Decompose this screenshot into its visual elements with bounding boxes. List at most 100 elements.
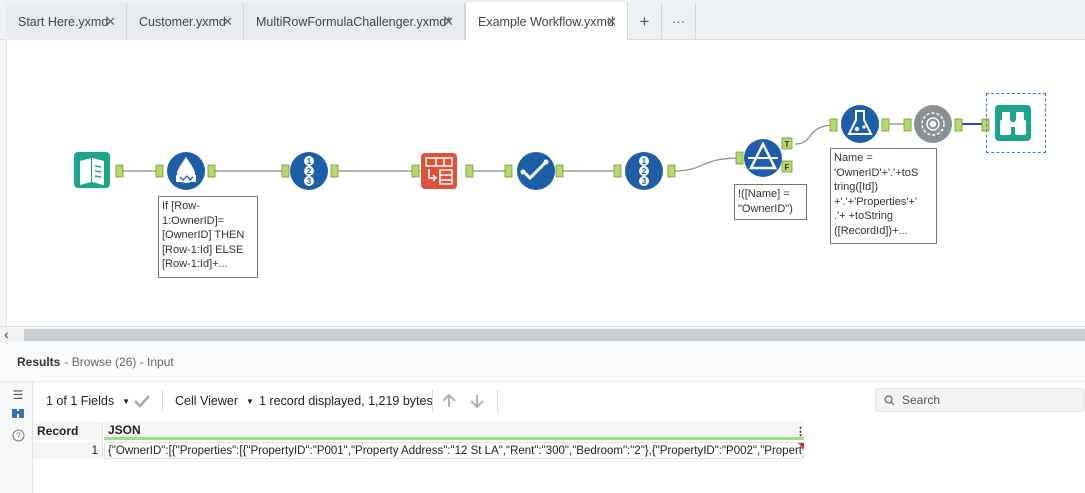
connection-line xyxy=(794,124,837,145)
output-anchor xyxy=(954,118,963,132)
svg-text:1: 1 xyxy=(307,157,312,166)
results-toolbar: 1 of 1 Fields ▼ Cell Viewer ▼ 1 record d… xyxy=(33,382,1085,420)
svg-text:3: 3 xyxy=(307,177,312,186)
tab-label: MultiRowFormulaChallenger.yxmd* xyxy=(256,14,452,29)
results-grid: Record JSON ⋮ 1 {"OwnerID":[{"Properties… xyxy=(33,422,1085,493)
tool-anchors xyxy=(115,118,990,178)
output-anchor xyxy=(330,164,339,178)
scrollbar-thumb[interactable] xyxy=(24,329,1085,341)
output-anchor xyxy=(667,164,676,178)
tab-customer[interactable]: Customer.yxmd ✕ xyxy=(127,3,244,40)
cell-viewer-dropdown[interactable]: Cell Viewer ▼ xyxy=(175,382,254,420)
output-anchor xyxy=(881,118,890,132)
json-build-tool[interactable] xyxy=(914,105,952,143)
input-anchor xyxy=(981,118,990,132)
formula-annotation: Name = 'OwnerID'+'.'+toS tring([Id]) +'.… xyxy=(830,148,937,244)
close-icon[interactable]: ✕ xyxy=(606,13,617,29)
tab-label: Customer.yxmd xyxy=(139,14,226,29)
filter-tool[interactable] xyxy=(744,139,782,177)
close-icon[interactable]: ✕ xyxy=(105,13,116,29)
workflow-canvas[interactable]: T F 1 2 3 xyxy=(0,40,1085,326)
toolbar-divider xyxy=(432,390,433,412)
connections xyxy=(122,123,907,172)
input-data-tool[interactable] xyxy=(74,152,110,188)
search-icon xyxy=(884,394,895,405)
results-subtitle: - Browse (26) - Input xyxy=(64,354,174,369)
chevron-down-icon: ▼ xyxy=(246,396,254,406)
multi-row-formula-tool[interactable] xyxy=(167,152,205,190)
select-tool[interactable] xyxy=(517,152,555,190)
results-header: Results - Browse (26) - Input xyxy=(0,342,1085,382)
browse-tool[interactable] xyxy=(995,105,1031,141)
tool-selection-box xyxy=(986,93,1046,153)
tab-start-here[interactable]: Start Here.yxmd ✕ xyxy=(6,3,127,40)
svg-text:2: 2 xyxy=(307,167,312,176)
input-anchor xyxy=(504,164,513,178)
fields-dropdown[interactable]: 1 of 1 Fields ▼ xyxy=(46,382,130,420)
fields-label: 1 of 1 Fields xyxy=(46,394,115,408)
add-tab-button[interactable]: + xyxy=(628,3,662,40)
results-sidebar: ☰ ? xyxy=(0,382,33,493)
column-header-json[interactable]: JSON xyxy=(104,422,804,440)
filter-true-label: T xyxy=(785,140,790,149)
list-view-icon[interactable]: ☰ xyxy=(12,388,24,402)
input-anchor xyxy=(281,164,290,178)
formula-tool[interactable] xyxy=(841,105,879,143)
chevron-down-icon: ▼ xyxy=(122,396,131,406)
scroll-down-button[interactable] xyxy=(469,382,485,420)
search-input[interactable]: Search xyxy=(875,388,1085,412)
more-tabs-button[interactable]: ··· xyxy=(662,3,696,40)
output-anchor xyxy=(465,164,474,178)
checkmark-icon xyxy=(134,395,150,408)
apply-fields-button[interactable] xyxy=(133,382,151,420)
filter-triangle-icon xyxy=(748,141,778,170)
record-info: 1 record displayed, 1,219 bytes xyxy=(259,394,433,408)
plus-icon: + xyxy=(639,11,650,31)
document-tab-bar: Start Here.yxmd ✕ Customer.yxmd ✕ MultiR… xyxy=(0,0,1085,41)
record-id-tool-1[interactable]: 1 2 3 xyxy=(290,152,328,190)
help-icon[interactable]: ? xyxy=(11,429,25,443)
truncated-cell-marker xyxy=(798,443,804,449)
canvas-horizontal-scrollbar[interactable]: ‹ xyxy=(0,326,1085,342)
arrow-down-icon xyxy=(470,395,484,409)
filter-annotation: !([Name] = "OwnerID") xyxy=(734,184,807,220)
output-anchor xyxy=(207,164,216,178)
filter-false-label: F xyxy=(785,163,790,172)
output-anchor xyxy=(115,164,124,178)
canvas-left-edge xyxy=(0,40,7,326)
close-icon[interactable]: ✕ xyxy=(443,13,454,29)
input-anchor xyxy=(735,151,744,165)
multirow-annotation: If [Row- 1:OwnerID]= [OwnerID] THEN [Row… xyxy=(158,196,258,278)
checkmark-icon xyxy=(522,160,548,181)
record-id-tool-2[interactable]: 1 2 3 xyxy=(625,152,663,190)
row-number: 1 xyxy=(33,442,103,459)
toolbar-divider xyxy=(497,390,498,412)
output-anchor xyxy=(555,164,564,178)
column-header-record[interactable]: Record xyxy=(33,422,103,440)
close-icon[interactable]: ✕ xyxy=(222,13,233,29)
arrow-up-icon xyxy=(442,393,456,407)
input-anchor xyxy=(613,164,622,178)
tab-multirowformula[interactable]: MultiRowFormulaChallenger.yxmd* ✕ xyxy=(244,3,465,40)
input-anchor xyxy=(155,164,164,178)
column-menu-icon[interactable]: ⋮ xyxy=(795,426,806,438)
svg-text:?: ? xyxy=(16,432,21,441)
table-icon xyxy=(425,157,453,185)
numbered-list-icon: 1 2 3 xyxy=(639,156,649,186)
search-placeholder: Search xyxy=(902,393,941,407)
connection-line xyxy=(673,157,741,172)
tab-example-workflow[interactable]: Example Workflow.yxmd ✕ xyxy=(465,2,628,41)
svg-text:1: 1 xyxy=(642,157,647,166)
input-anchor xyxy=(903,118,912,132)
book-icon xyxy=(80,158,104,185)
input-anchor xyxy=(829,118,838,132)
gear-icon xyxy=(921,112,945,136)
scroll-left-icon[interactable]: ‹ xyxy=(4,326,9,342)
scroll-up-button[interactable] xyxy=(441,382,457,420)
binoculars-icon[interactable] xyxy=(11,407,25,421)
tab-label: Example Workflow.yxmd xyxy=(478,14,614,29)
json-cell[interactable]: {"OwnerID":[{"Properties":[{"PropertyID"… xyxy=(104,442,804,459)
cell-viewer-label: Cell Viewer xyxy=(175,394,238,408)
svg-text:3: 3 xyxy=(642,177,647,186)
crosstab-tool[interactable] xyxy=(421,153,457,189)
